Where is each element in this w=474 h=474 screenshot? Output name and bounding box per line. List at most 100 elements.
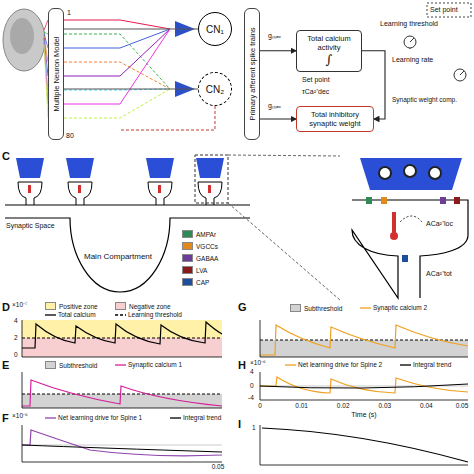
legend-entry: Integral trend xyxy=(400,361,451,368)
text-label: ACa²⁺tot xyxy=(426,270,452,278)
text-label: Learning rate xyxy=(392,56,433,64)
channel xyxy=(440,197,446,204)
text-label: 1 xyxy=(67,9,71,17)
legend-entry: AMPAr xyxy=(182,230,216,238)
legend-entry: Net learning drive for Spine 2 xyxy=(285,361,382,368)
model-box: Multiple Neuron Model xyxy=(48,8,64,140)
legend-entry: LVA xyxy=(182,266,207,274)
legend-entry: GABAA xyxy=(182,254,218,262)
panel-letter: D xyxy=(2,301,10,314)
legend-swatch xyxy=(45,361,56,369)
calcium-curve xyxy=(260,325,468,355)
text-label: 1 xyxy=(252,424,256,431)
legend-swatch xyxy=(182,242,193,250)
vesicle xyxy=(429,167,441,179)
calcium-curve xyxy=(22,380,222,406)
text-label: 80 xyxy=(66,132,74,140)
legend-text: CAP xyxy=(196,279,209,286)
connector xyxy=(64,88,198,89)
setpoint-box xyxy=(427,3,471,17)
legend-line-sample xyxy=(45,415,56,421)
node-text: Total calcium activity xyxy=(300,34,358,52)
legend-text: Net learning drive for Spine 2 xyxy=(298,361,382,368)
legend-line xyxy=(45,417,56,418)
trend-curve xyxy=(260,384,468,388)
legend-text: Net learning drive for Spine 1 xyxy=(58,414,142,421)
legend-swatch xyxy=(45,302,56,310)
legend-swatch xyxy=(182,266,193,274)
text-label: 0.03 xyxy=(378,402,391,409)
panel-letter: I xyxy=(238,418,241,431)
channel xyxy=(454,197,460,204)
vesicle xyxy=(379,167,391,179)
legend-line xyxy=(170,417,181,418)
panel-letter: E xyxy=(2,359,9,372)
text-label: gₘₐₓ xyxy=(268,32,281,40)
legend-text: Synaptic calcium 1 xyxy=(128,361,182,368)
legend-line xyxy=(285,364,296,365)
legend-text: Total calcium xyxy=(58,311,96,318)
text-label: τCa²⁺dec xyxy=(302,88,329,96)
legend-line xyxy=(115,364,126,365)
zero-line xyxy=(22,445,222,446)
legend-line-sample xyxy=(400,362,411,368)
text-label: 0.01 xyxy=(295,402,308,409)
process-box: Total inhibitory synaptic weight xyxy=(296,106,374,132)
text-label: Synaptic weight comp. xyxy=(392,96,457,103)
legend-text: Subthreshold xyxy=(59,362,97,369)
text-label: 2 xyxy=(14,334,18,341)
connector xyxy=(260,118,296,119)
text-label: 0 xyxy=(258,402,262,409)
process-box: Total calcium activity∫ xyxy=(296,30,362,72)
channel xyxy=(381,197,387,204)
subthreshold-band xyxy=(260,340,468,357)
legend-line xyxy=(360,307,371,308)
legend-entry: Subthreshold xyxy=(45,361,97,369)
text-label: Set point xyxy=(430,6,458,14)
text-label: Learning threshold xyxy=(380,20,438,28)
channel xyxy=(402,255,408,262)
legend-entry: VGCCs xyxy=(182,242,218,250)
threshold-line xyxy=(22,394,222,395)
legend-swatch xyxy=(182,278,193,286)
legend-entry: Learning threshold xyxy=(115,311,182,318)
legend-entry: Total calcium xyxy=(45,311,96,318)
presynaptic-terminal xyxy=(16,158,44,178)
legend-line xyxy=(45,314,56,315)
legend-entry: Net learning drive for Spine 1 xyxy=(45,414,142,421)
legend-entry: CAP xyxy=(182,278,209,286)
calcium-sensor xyxy=(390,232,398,240)
zoom-box xyxy=(195,155,228,203)
neuron-circle: CN₂ xyxy=(198,72,232,106)
text-label: ×10⁻⁵ xyxy=(12,412,28,419)
drive-curve xyxy=(22,430,222,456)
text-label: 4 xyxy=(250,368,254,375)
text-label: 0 xyxy=(14,351,18,358)
presynaptic-terminal xyxy=(196,158,224,178)
legend-text: VGCCs xyxy=(196,243,218,250)
text-label: gₘₐₓ xyxy=(268,102,281,110)
brain-detail xyxy=(10,18,34,54)
text-label: ×10⁻⁷ xyxy=(12,301,27,308)
legend-line-sample xyxy=(285,362,296,368)
trend-curve xyxy=(22,445,222,452)
panel-letter: H xyxy=(238,359,246,372)
neuron-circle: CN₁ xyxy=(198,12,232,46)
text-label: ACa²⁺loc xyxy=(426,220,453,228)
threshold-line xyxy=(22,338,222,339)
legend-swatch xyxy=(182,254,193,262)
node-text: CN₁ xyxy=(206,24,224,35)
legend-text: AMPAr xyxy=(196,231,216,238)
gauge xyxy=(454,69,466,81)
legend-swatch xyxy=(182,230,193,238)
legend-swatch xyxy=(115,302,126,310)
spine-head xyxy=(148,182,172,205)
total-calcium-curve xyxy=(22,322,222,348)
spine-outline xyxy=(352,200,468,298)
text-label: 0 xyxy=(250,382,254,389)
text-label: 0.05 xyxy=(456,402,469,409)
tick xyxy=(410,48,411,49)
legend-entry: Positive zone xyxy=(45,302,98,310)
legend-line-sample xyxy=(170,415,181,421)
text-label: 0.04 xyxy=(420,402,433,409)
